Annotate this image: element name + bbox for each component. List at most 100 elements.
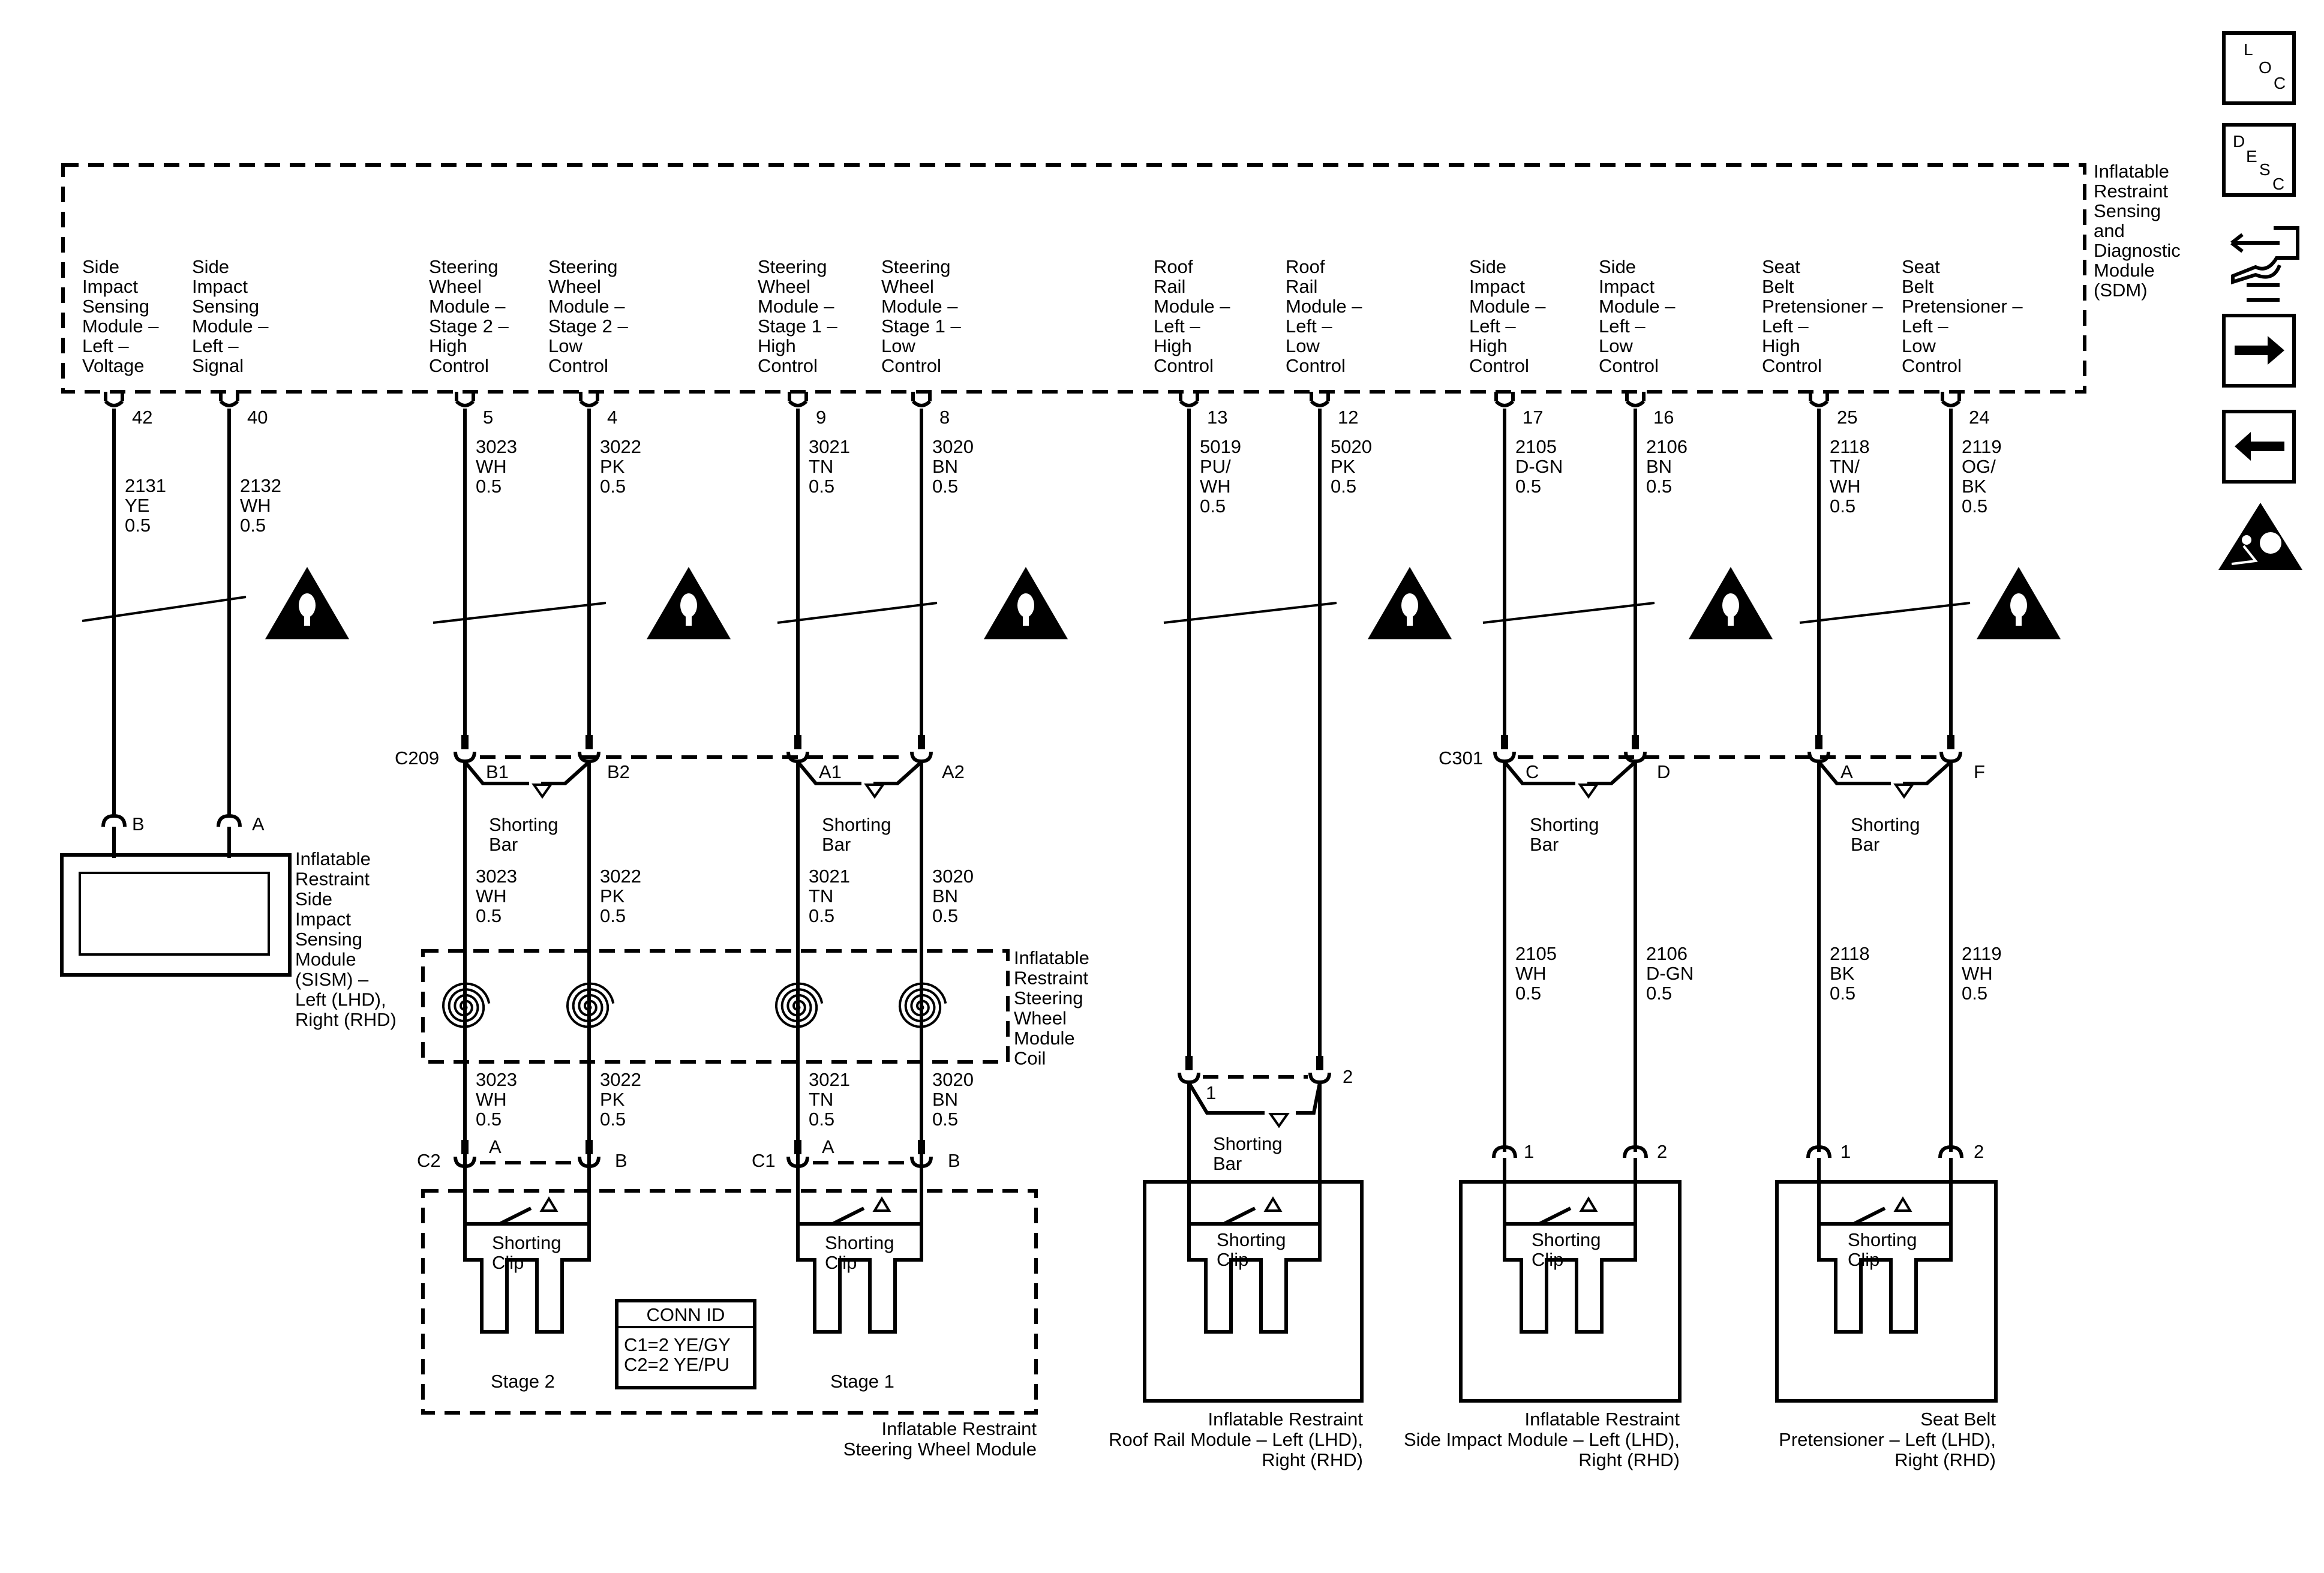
sdm-pin-number: 17 — [1523, 407, 1543, 428]
wire-label: PK — [600, 456, 625, 477]
warning-icon-mark — [1728, 616, 1734, 626]
loc-button[interactable] — [2222, 31, 2296, 105]
wrench-lines — [2247, 283, 2280, 302]
sdm-circuit-label: Left – — [1469, 316, 1516, 337]
wire-label: 3020 — [932, 1069, 974, 1090]
wire-label: 0.5 — [1830, 983, 1855, 1004]
wire-label: 2132 — [240, 475, 281, 496]
terminal-cup — [786, 1156, 809, 1169]
wire-label: 2118 — [1830, 943, 1870, 964]
squib-body — [1187, 1224, 1322, 1334]
wire-label: YE — [125, 495, 149, 516]
conn-id-line: C2=2 YE/PU — [624, 1354, 729, 1375]
sdm-circuit-label: Roof — [1154, 256, 1193, 277]
pin-cup — [1809, 400, 1829, 407]
squib-body — [796, 1224, 923, 1334]
sdm-module-name: Sensing — [2094, 200, 2161, 221]
sdm-circuit-label: Impact — [1469, 276, 1525, 297]
sdm-circuit-label: High — [1154, 335, 1192, 356]
pin-cup — [1310, 400, 1330, 407]
shorting-bar-contact — [1893, 784, 1915, 799]
dynamic-geometry — [60, 31, 2302, 1415]
previous-button[interactable] — [2222, 410, 2296, 484]
airbag-warning-icon-body — [2231, 545, 2258, 565]
connector-pin-label: B — [948, 1150, 960, 1171]
connector-pin-label: 1 — [1840, 1141, 1851, 1162]
sdm-module-name: Module — [2094, 260, 2155, 281]
warning-icon-mark — [1722, 593, 1739, 617]
shorting-clip-label: Clip — [1532, 1249, 1563, 1270]
sdm-circuit-label: Control — [1599, 355, 1659, 376]
wire-twist-mark — [82, 596, 247, 622]
shorting-clip-label: Shorting — [1217, 1229, 1286, 1250]
terminal-cup — [454, 1156, 476, 1169]
shorting-clip-label: Clip — [825, 1252, 857, 1273]
sdm-pin-number: 13 — [1207, 407, 1227, 428]
shorting-bar — [541, 760, 591, 785]
shorting-bar-contact — [864, 784, 885, 799]
clip-switch-contact — [872, 1196, 891, 1212]
sdm-circuit-label: Left – — [1154, 316, 1200, 337]
sdm-circuit-label: Control — [548, 355, 608, 376]
connector-pin-label: B2 — [607, 761, 630, 782]
shorting-bar-label: Bar — [822, 834, 851, 855]
desc-letter-c: C — [2272, 175, 2284, 193]
connector-name: C209 — [395, 748, 439, 769]
shorting-bar-contact — [1578, 784, 1599, 799]
desc-button[interactable] — [2222, 123, 2296, 197]
connector-name: C2 — [417, 1150, 441, 1171]
wire-twist-mark — [1482, 602, 1655, 624]
wire-label: 3020 — [932, 866, 974, 887]
sdm-circuit-label: Low — [1902, 335, 1936, 356]
clip-switch-contact — [1893, 1196, 1912, 1212]
desc-letter-s: S — [2259, 160, 2271, 179]
wire-label: BK — [1830, 963, 1855, 984]
shorting-bar — [1187, 1082, 1265, 1115]
sdm-circuit-label: Steering — [881, 256, 950, 277]
wire-label: 0.5 — [1646, 983, 1672, 1004]
terminal-cup — [578, 1156, 600, 1169]
wire-label: 3020 — [932, 436, 974, 457]
sism-inner-box — [79, 872, 270, 956]
sdm-circuit-label: Module – — [429, 296, 506, 317]
loc-letter-o: O — [2259, 58, 2272, 77]
sdm-circuit-label: Module – — [881, 296, 958, 317]
coil-name: Module — [1014, 1028, 1075, 1049]
sdm-module-name: (SDM) — [2094, 280, 2148, 301]
sism-module-name: Restraint — [295, 869, 370, 890]
warning-icon-mark — [299, 593, 316, 617]
pretensioner-name: Right (RHD) — [1894, 1449, 1996, 1470]
pretensioner-name: Pretensioner – Left (LHD), — [1779, 1429, 1996, 1450]
warning-icon-mark — [1401, 593, 1418, 617]
next-button[interactable] — [2222, 314, 2296, 388]
sdm-circuit-label: Voltage — [82, 355, 144, 376]
terminal-cup — [1806, 1145, 1831, 1158]
arrow-left-icon — [2235, 432, 2284, 461]
sdm-module-name: Diagnostic — [2094, 240, 2181, 261]
wire-label: 3022 — [600, 436, 641, 457]
sdm-circuit-label: Rail — [1286, 276, 1317, 297]
sdm-circuit-label: Steering — [758, 256, 827, 277]
terminal-blade — [918, 1140, 925, 1154]
wire-label: TN — [809, 885, 833, 906]
wire-label: D-GN — [1515, 456, 1563, 477]
side-impact-module-box — [1459, 1180, 1682, 1403]
sdm-circuit-label: Wheel — [881, 276, 934, 297]
shorting-bar-label: Bar — [1213, 1153, 1242, 1174]
wire-label: PK — [600, 885, 625, 906]
wire-label: D-GN — [1646, 963, 1694, 984]
shorting-bar — [873, 760, 923, 785]
sdm-circuit-label: Belt — [1902, 276, 1934, 297]
connector-pin-label: D — [1657, 761, 1670, 782]
wrench-connector-icon[interactable] — [2230, 226, 2299, 302]
warning-icon-mark — [686, 616, 692, 626]
terminal-blade — [1815, 735, 1822, 749]
wire-label: BN — [932, 456, 958, 477]
sdm-circuit-label: Module – — [758, 296, 834, 317]
wire-label: TN — [809, 456, 833, 477]
sdm-pin-number: 16 — [1653, 407, 1674, 428]
airbag-warning-icon[interactable] — [2218, 503, 2302, 570]
shorting-bar — [1817, 761, 1891, 785]
shorting-bar-label: Shorting — [1851, 814, 1920, 835]
